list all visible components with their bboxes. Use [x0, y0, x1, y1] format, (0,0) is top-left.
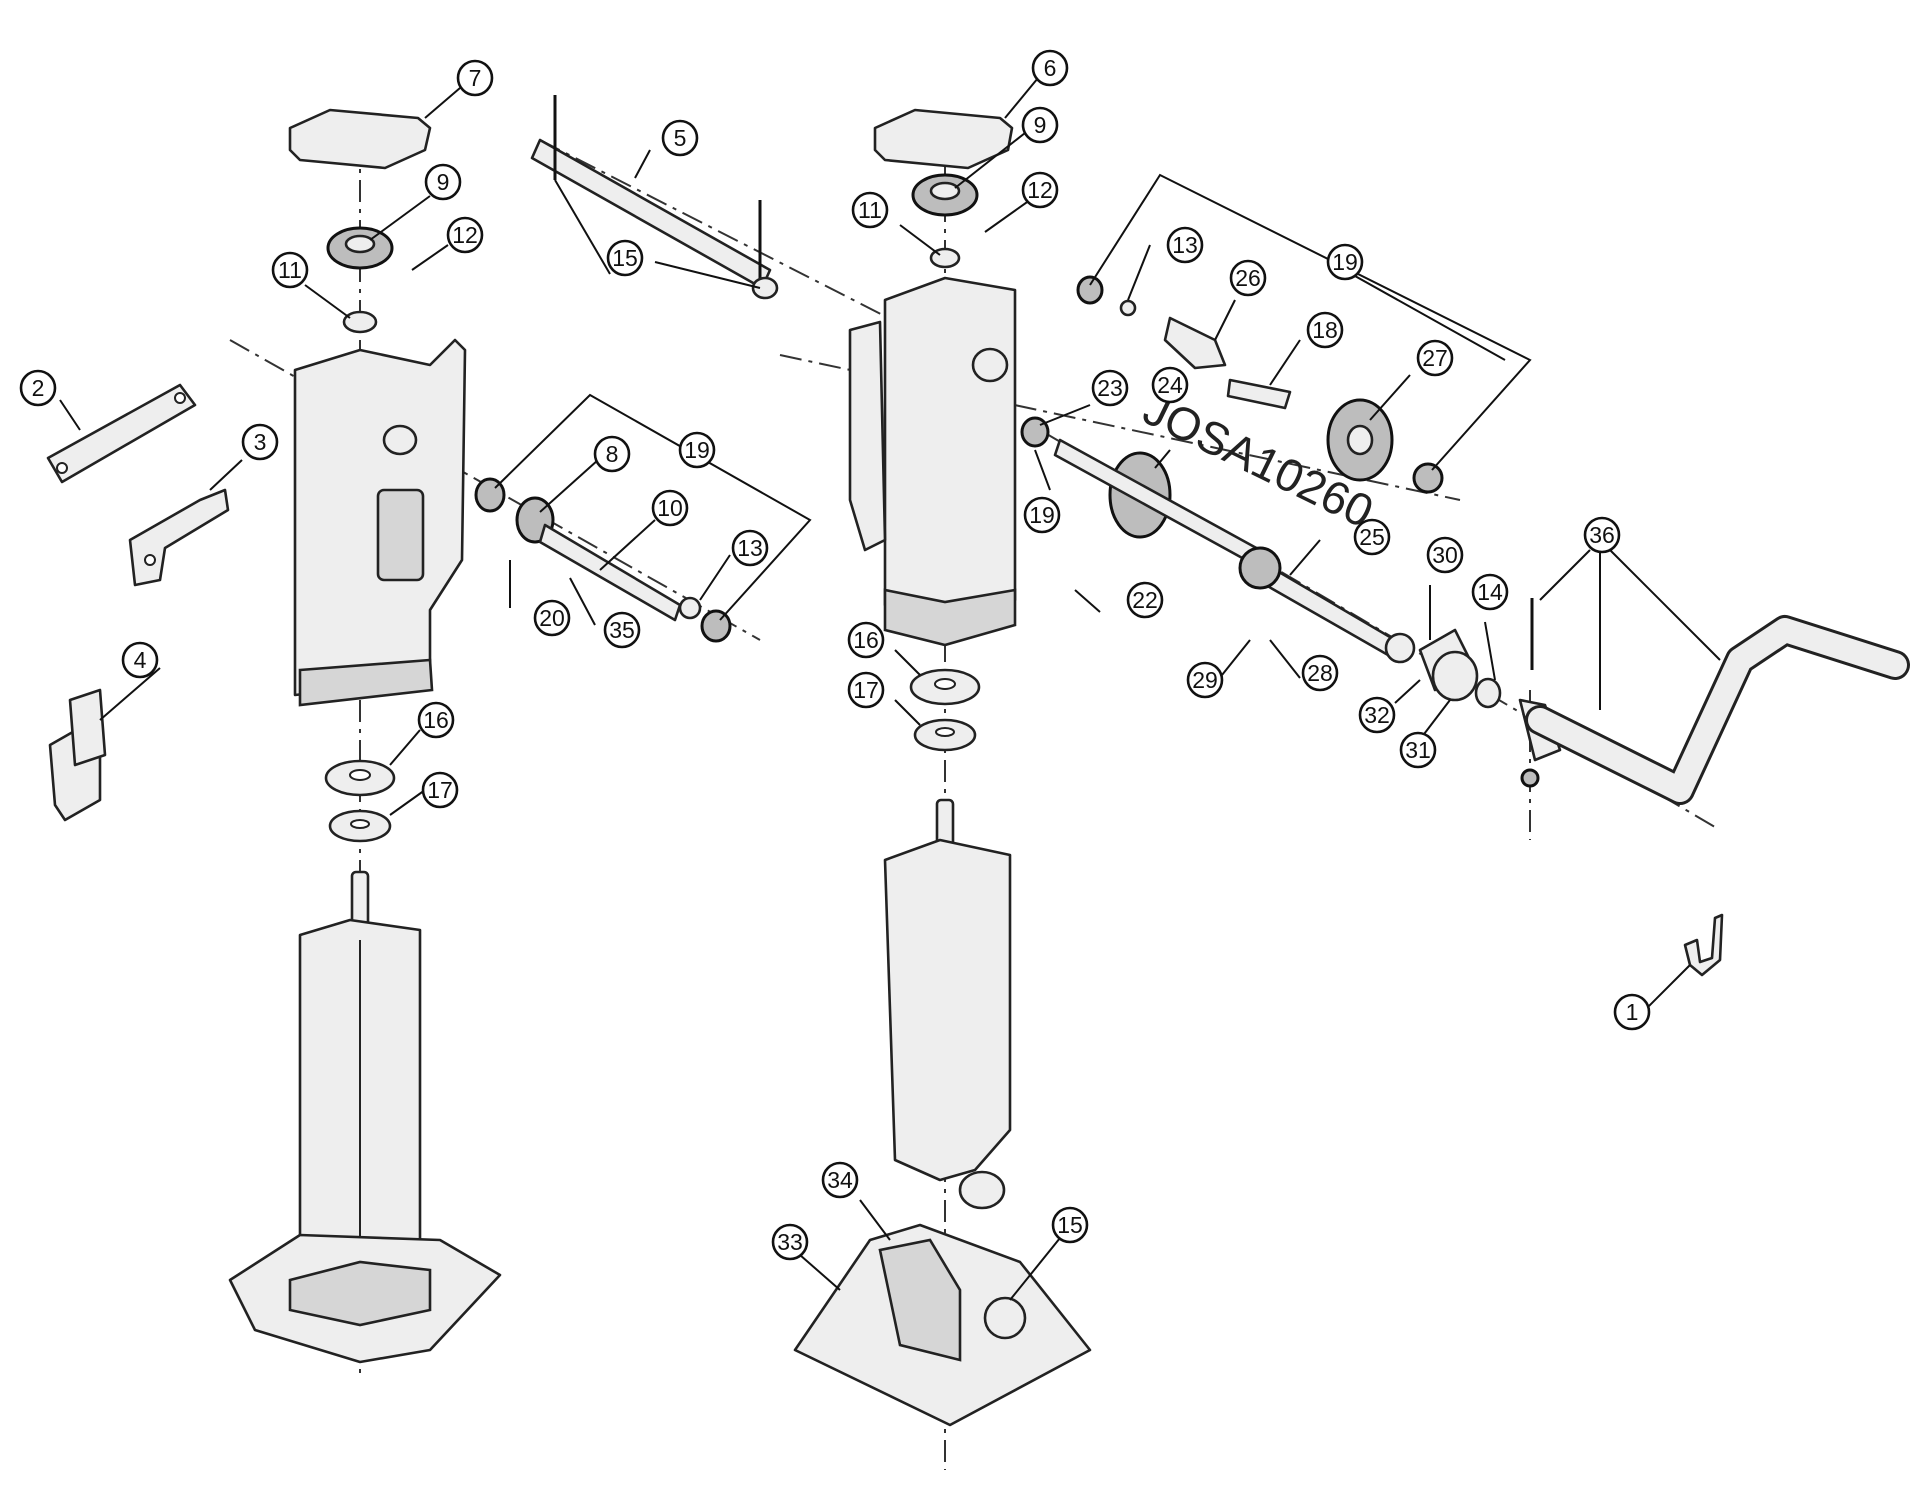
callout-33: 33 [771, 1223, 809, 1261]
svg-text:25: 25 [1359, 524, 1385, 550]
svg-text:30: 30 [1432, 542, 1458, 568]
svg-text:19: 19 [1332, 249, 1358, 275]
svg-text:9: 9 [437, 169, 450, 195]
svg-text:26: 26 [1235, 265, 1261, 291]
callout-27: 27 [1416, 339, 1454, 377]
callout-12-right: 12 [1021, 171, 1059, 209]
svg-text:15: 15 [612, 245, 638, 271]
callout-20: 20 [533, 599, 571, 637]
callout-15-top: 15 [606, 239, 644, 277]
svg-text:33: 33 [777, 1229, 803, 1255]
svg-text:19: 19 [1029, 502, 1055, 528]
callout-14: 14 [1471, 573, 1509, 611]
svg-text:28: 28 [1307, 660, 1333, 686]
gearbox-train [1020, 275, 1502, 709]
svg-text:8: 8 [606, 441, 619, 467]
svg-text:16: 16 [853, 627, 879, 653]
callout-28: 28 [1301, 654, 1339, 692]
callout-17-left: 17 [421, 771, 459, 809]
callout-32: 32 [1358, 696, 1396, 734]
svg-text:3: 3 [254, 429, 267, 455]
svg-text:22: 22 [1132, 587, 1158, 613]
callout-19-center: 19 [1023, 496, 1061, 534]
svg-text:24: 24 [1157, 372, 1183, 398]
callout-31: 31 [1399, 731, 1437, 769]
callout-4: 4 [121, 641, 159, 679]
callout-1: 1 [1613, 993, 1651, 1031]
svg-text:31: 31 [1405, 737, 1431, 763]
callout-9-right: 9 [1021, 106, 1059, 144]
svg-text:4: 4 [134, 647, 147, 673]
callout-15-foot: 15 [1051, 1206, 1089, 1244]
callout-11-left: 11 [271, 251, 309, 289]
left-leg-assembly [228, 108, 502, 1364]
cross-shaft [530, 95, 779, 300]
callout-36: 36 [1583, 516, 1621, 554]
svg-text:1: 1 [1626, 999, 1639, 1025]
svg-text:10: 10 [657, 495, 683, 521]
svg-text:17: 17 [427, 777, 453, 803]
svg-text:35: 35 [609, 617, 635, 643]
svg-text:9: 9 [1034, 112, 1047, 138]
right-leg-assembly [793, 108, 1092, 1427]
svg-text:29: 29 [1192, 667, 1218, 693]
callout-22: 22 [1126, 581, 1164, 619]
svg-text:16: 16 [423, 707, 449, 733]
svg-text:12: 12 [452, 222, 478, 248]
callout-6: 6 [1031, 49, 1069, 87]
callout-30: 30 [1426, 536, 1464, 574]
svg-text:13: 13 [737, 535, 763, 561]
callout-10: 10 [651, 489, 689, 527]
svg-text:19: 19 [684, 437, 710, 463]
svg-text:32: 32 [1364, 702, 1390, 728]
svg-text:11: 11 [278, 257, 302, 283]
svg-text:18: 18 [1312, 317, 1338, 343]
callout-24: 24 [1151, 366, 1189, 404]
callout-26: 26 [1229, 259, 1267, 297]
svg-text:27: 27 [1422, 345, 1448, 371]
callout-3: 3 [241, 423, 279, 461]
callout-7: 7 [456, 59, 494, 97]
svg-text:7: 7 [469, 65, 482, 91]
hook-part [1683, 913, 1724, 977]
svg-text:6: 6 [1044, 55, 1057, 81]
callout-5: 5 [661, 119, 699, 157]
mounting-brackets [46, 383, 230, 822]
callout-11-right: 11 [851, 191, 889, 229]
callout-29: 29 [1186, 661, 1224, 699]
callout-13-left: 13 [731, 529, 769, 567]
svg-text:20: 20 [539, 605, 565, 631]
callout-19-left: 19 [678, 431, 716, 469]
svg-text:17: 17 [853, 677, 879, 703]
callout-18: 18 [1306, 311, 1344, 349]
svg-text:15: 15 [1057, 1212, 1083, 1238]
svg-text:34: 34 [827, 1167, 853, 1193]
svg-text:12: 12 [1027, 177, 1053, 203]
callout-35: 35 [603, 611, 641, 649]
callout-13-right: 13 [1166, 226, 1204, 264]
left-drive-shaft [474, 477, 732, 643]
svg-text:2: 2 [32, 375, 45, 401]
svg-text:11: 11 [858, 197, 882, 223]
callout-17-right: 17 [847, 671, 885, 709]
svg-text:5: 5 [674, 125, 687, 151]
callout-9-left: 9 [424, 163, 462, 201]
callout-16-right: 16 [847, 621, 885, 659]
svg-text:14: 14 [1477, 579, 1503, 605]
callout-25: 25 [1353, 518, 1391, 556]
svg-text:36: 36 [1589, 522, 1615, 548]
svg-text:13: 13 [1172, 232, 1198, 258]
callout-16-left: 16 [417, 701, 455, 739]
callout-8: 8 [593, 435, 631, 473]
callout-12-left: 12 [446, 216, 484, 254]
callout-34: 34 [821, 1161, 859, 1199]
crank-handle [1518, 598, 1910, 805]
callout-2: 2 [19, 369, 57, 407]
callout-19-right: 19 [1326, 243, 1364, 281]
svg-text:23: 23 [1097, 375, 1123, 401]
callout-23: 23 [1091, 369, 1129, 407]
